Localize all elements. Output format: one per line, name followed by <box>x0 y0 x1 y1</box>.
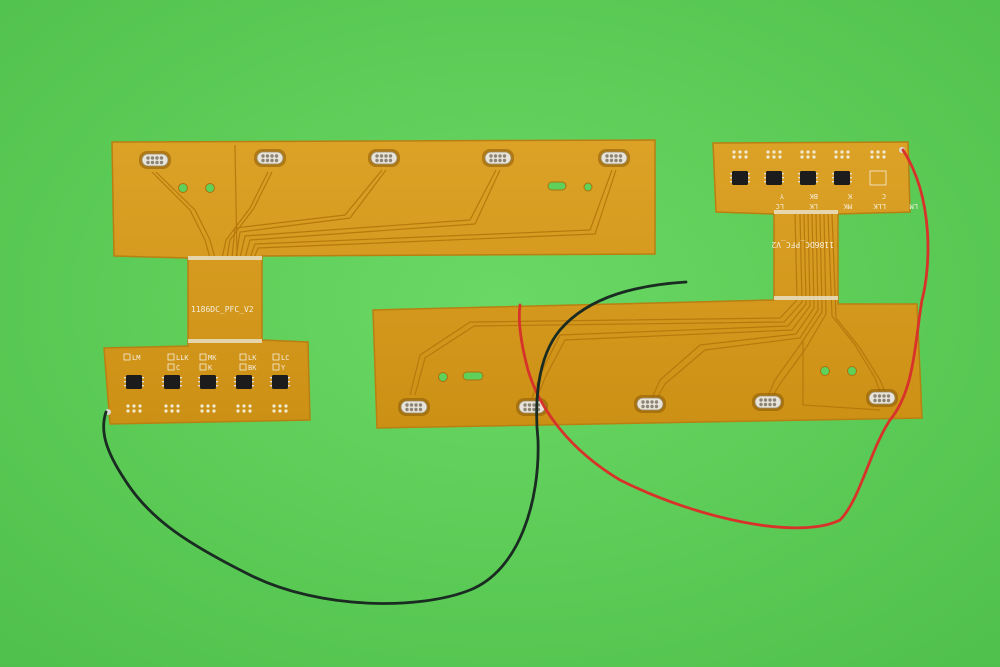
black-wire <box>102 280 688 605</box>
label-llk: LLK <box>176 354 189 362</box>
connector-1 <box>138 150 172 170</box>
left-board-traces <box>151 144 617 259</box>
chip-2 <box>162 375 182 389</box>
chip-5 <box>270 375 290 389</box>
mount-hole <box>438 372 448 382</box>
right-chip-bay: LC LK MK LLK LM Y BK K C <box>730 147 918 210</box>
connector-1 <box>397 397 431 417</box>
chip-1 <box>124 375 144 389</box>
left-flex-board: 1186DC_PFC_V2 LM LLK MK LK LC C K BK <box>103 139 656 425</box>
connector-3 <box>367 148 401 168</box>
left-chip-bay: LM LLK MK LK LC C K BK Y <box>105 353 290 415</box>
connector-5 <box>865 388 899 408</box>
chip-2 <box>764 171 784 185</box>
label-bk: BK <box>248 364 257 372</box>
label-mk: MK <box>843 202 852 210</box>
label-mk: MK <box>208 354 217 362</box>
mount-slot <box>462 371 484 381</box>
label-lm: LM <box>910 202 918 210</box>
label-llk: LLK <box>873 202 886 210</box>
red-wire <box>517 148 930 530</box>
chip-4 <box>234 375 254 389</box>
label-k: K <box>847 192 852 200</box>
connector-3 <box>633 394 667 414</box>
label-c: C <box>882 192 886 200</box>
mount-hole <box>205 183 215 193</box>
connector-4 <box>481 148 515 168</box>
chip-4 <box>832 171 852 185</box>
mount-hole <box>583 182 593 192</box>
mount-slot <box>547 181 567 191</box>
chip-1 <box>730 171 750 185</box>
empty-chip-footprint <box>869 170 887 186</box>
chip-3 <box>798 171 818 185</box>
left-board-version-label: 1186DC_PFC_V2 <box>191 305 254 314</box>
connector-5 <box>597 148 631 168</box>
label-bk: BK <box>809 192 818 200</box>
connector-2 <box>253 148 287 168</box>
mount-hole <box>178 183 188 193</box>
label-k: K <box>208 364 213 372</box>
label-lk: LK <box>809 202 818 210</box>
mount-hole <box>847 366 857 376</box>
label-c: C <box>176 364 180 372</box>
label-lc: LC <box>281 354 289 362</box>
connector-4 <box>751 392 785 412</box>
chip-3 <box>198 375 218 389</box>
mount-hole <box>820 366 830 376</box>
label-lk: LK <box>248 354 257 362</box>
right-board-version-label: 1186DC_PFC_V2 <box>771 240 834 249</box>
label-lc: LC <box>776 202 784 210</box>
label-y: Y <box>281 364 286 372</box>
label-lm: LM <box>132 354 140 362</box>
label-y: Y <box>779 192 784 200</box>
